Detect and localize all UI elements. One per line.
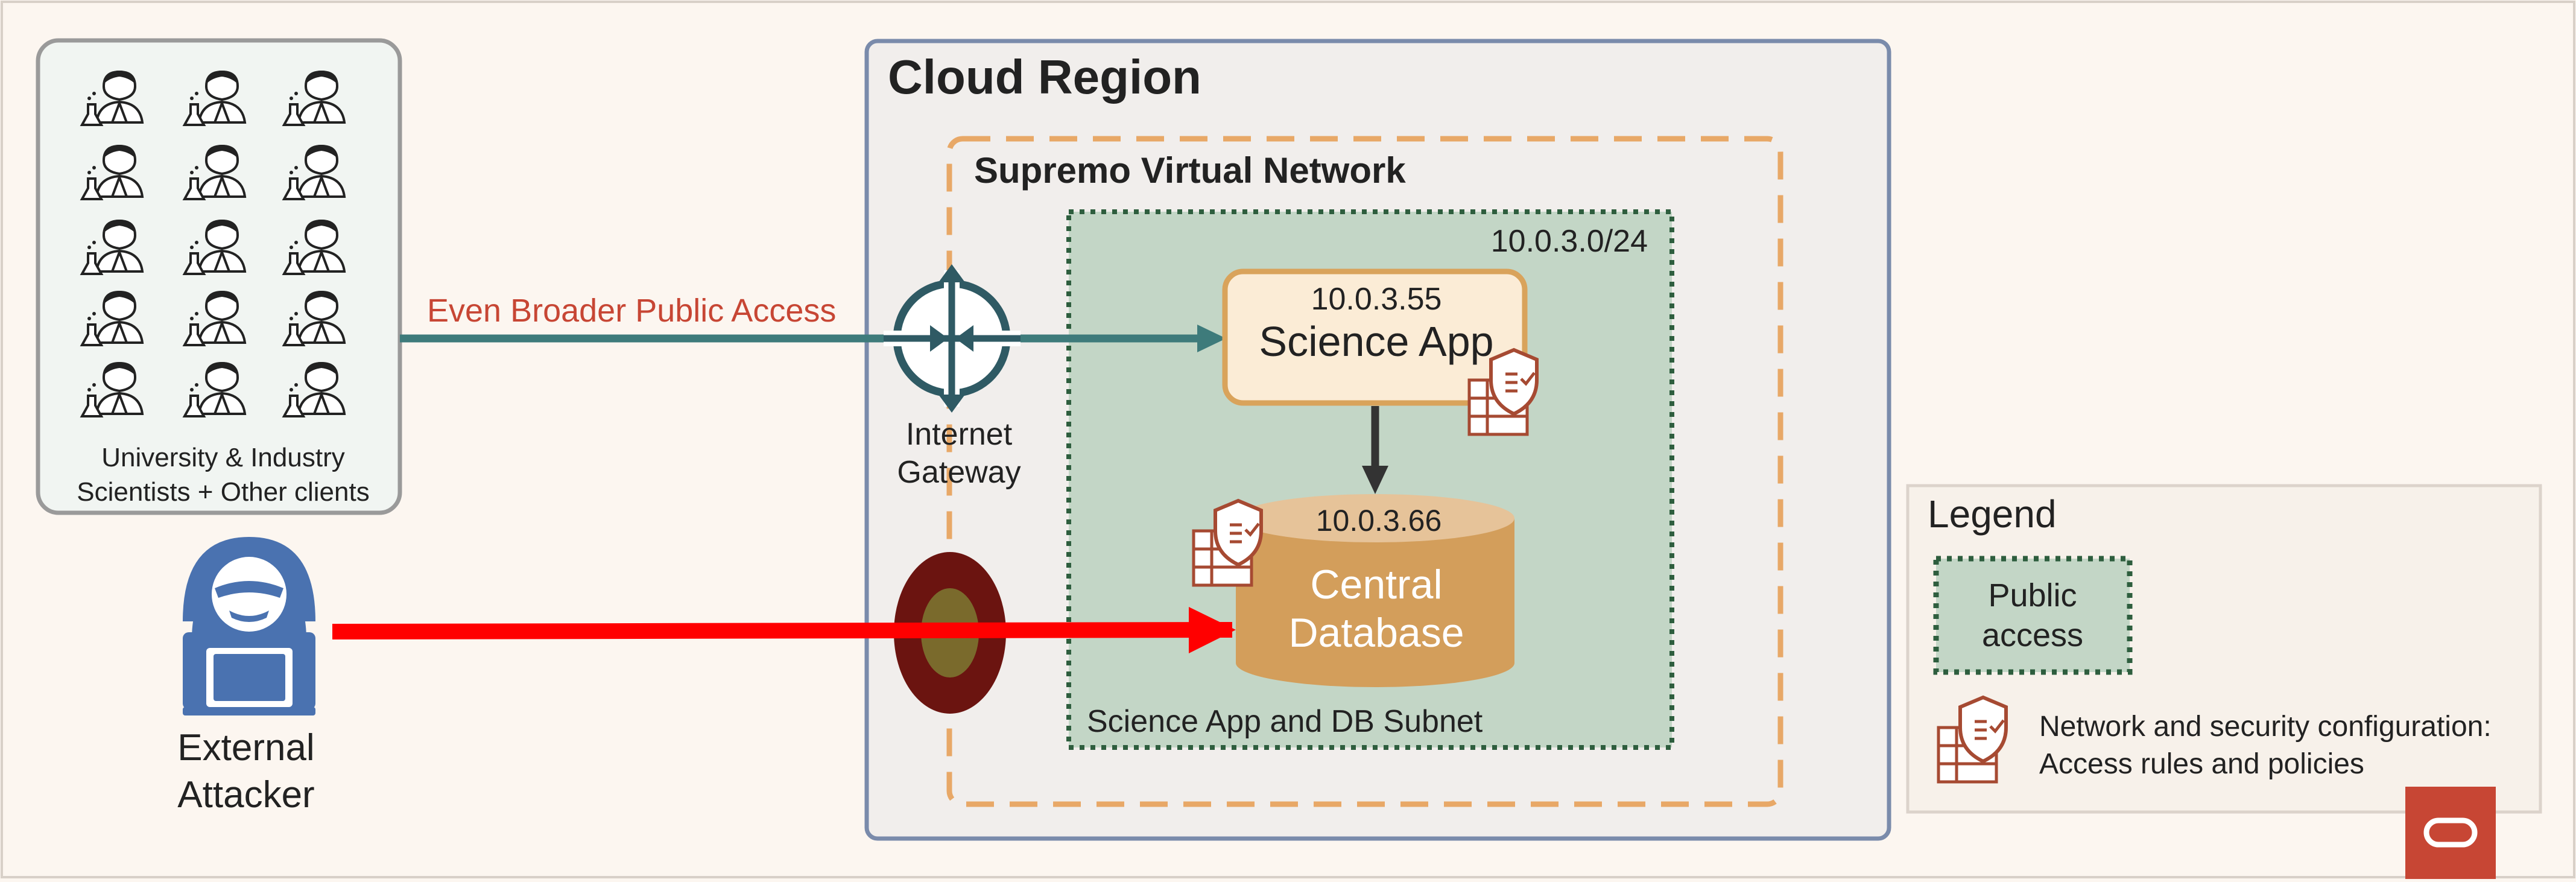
legend-security-line2: Access rules and policies [2039, 748, 2364, 780]
legend-public-swatch [1933, 556, 2133, 675]
subnet-name: Science App and DB Subnet [1087, 704, 1483, 739]
legend-security-line1: Network and security configuration: [2039, 711, 2492, 743]
virtual-network-title: Supremo Virtual Network [974, 150, 1406, 191]
clients-label-line2: Scientists + Other clients [77, 477, 369, 507]
security-policy-icon [1192, 498, 1263, 587]
security-policy-icon [1937, 695, 2008, 784]
internet-gateway-label-line2: Gateway [897, 455, 1021, 490]
oracle-logo-ring [2423, 817, 2478, 848]
public-access-label: Even Broader Public Access [427, 293, 836, 329]
attack-arrowhead [1189, 607, 1236, 653]
attacker-label-line1: External [177, 727, 314, 769]
security-policy-icon [1467, 347, 1539, 436]
central-database [1236, 494, 1514, 687]
cloud-region-title: Cloud Region [888, 50, 1201, 104]
science-app-name: Science App [1259, 318, 1493, 365]
attack-line [332, 622, 1233, 639]
science-app-box [1222, 268, 1528, 406]
virtual-network-box [946, 136, 1783, 807]
clients-label-line1: University & Industry [101, 443, 344, 472]
legend-public-line2: access [1982, 617, 2083, 653]
legend-public-line1: Public [1988, 577, 2077, 614]
legend-title: Legend [1928, 492, 2057, 536]
science-app-ip: 10.0.3.55 [1311, 282, 1442, 317]
subnet-cidr: 10.0.3.0/24 [1491, 224, 1648, 259]
database-name-line1: Central [1310, 562, 1442, 608]
database-ip: 10.0.3.66 [1316, 504, 1442, 538]
public-access-arrowhead [1197, 325, 1226, 352]
database-name-line2: Database [1288, 610, 1464, 656]
app-db-arrowhead [1362, 466, 1388, 494]
oracle-logo-icon [2405, 787, 2496, 879]
attacker-label-line2: Attacker [177, 774, 314, 816]
internet-gateway-label-line1: Internet [906, 417, 1013, 452]
hacker-icon [183, 537, 315, 715]
internet-gateway-icon [884, 264, 1021, 413]
